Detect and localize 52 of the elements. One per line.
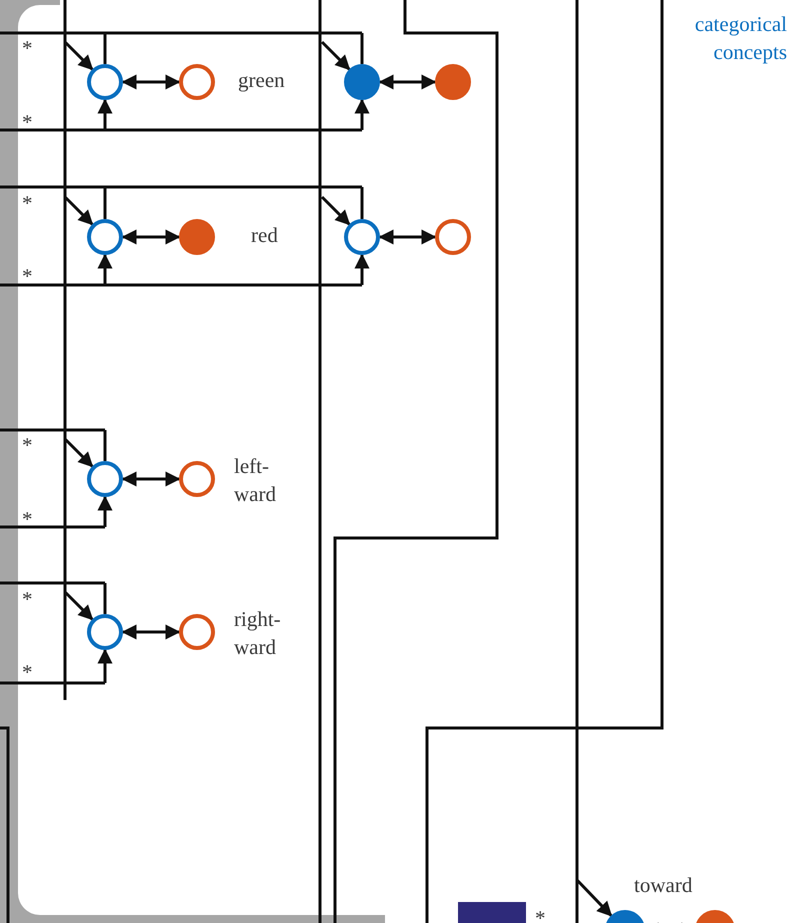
arrow [378, 74, 436, 90]
connector-line [104, 187, 106, 219]
arrow [354, 98, 370, 130]
connector-line [360, 33, 364, 64]
connector-line [360, 187, 364, 219]
asterisk-mark: * [22, 506, 34, 533]
arrow [354, 254, 370, 285]
arrow [378, 230, 436, 244]
unit-circle [87, 219, 123, 255]
connector-line [104, 430, 106, 461]
filled-unit-circle [344, 64, 380, 100]
arrow [64, 438, 94, 468]
connector-line [104, 583, 106, 614]
arrow [64, 590, 94, 620]
asterisk-mark: * [22, 109, 34, 136]
arrow [98, 496, 112, 527]
filled-unit-circle [179, 219, 215, 255]
arrow [64, 40, 94, 70]
arrow [320, 196, 350, 226]
connector-line [104, 33, 106, 64]
unit-circle [179, 614, 215, 650]
unit-circle [179, 461, 215, 497]
filled-unit-circle [435, 64, 471, 100]
arrow [122, 230, 180, 244]
concept-label: right- ward [234, 606, 282, 661]
concept-label: toward [634, 872, 694, 899]
asterisk-mark: * [22, 35, 34, 62]
asterisk-mark: * [22, 586, 34, 613]
concept-label: red [251, 222, 279, 249]
concept-label: left- ward [234, 453, 277, 508]
arrow [64, 196, 94, 226]
asterisk-mark: * [22, 432, 34, 459]
asterisk-mark: * [535, 905, 546, 923]
unit-circle [87, 64, 123, 100]
arrow [320, 40, 350, 70]
section-title: categorical concepts [694, 11, 787, 66]
asterisk-mark: * [22, 190, 34, 217]
asterisk-mark: * [22, 659, 34, 686]
arrow [122, 472, 180, 486]
arrow [98, 648, 112, 683]
arrow [122, 624, 180, 640]
unit-circle [179, 64, 215, 100]
unit-circle [87, 614, 123, 650]
unit-circle [87, 461, 123, 497]
arrow [122, 74, 180, 90]
arrow [98, 254, 112, 285]
arrow [576, 878, 612, 917]
unit-circle [344, 219, 380, 255]
unit-circle [435, 219, 471, 255]
concept-label: green [238, 67, 286, 94]
asterisk-mark: * [22, 263, 34, 290]
arrow [98, 98, 112, 130]
